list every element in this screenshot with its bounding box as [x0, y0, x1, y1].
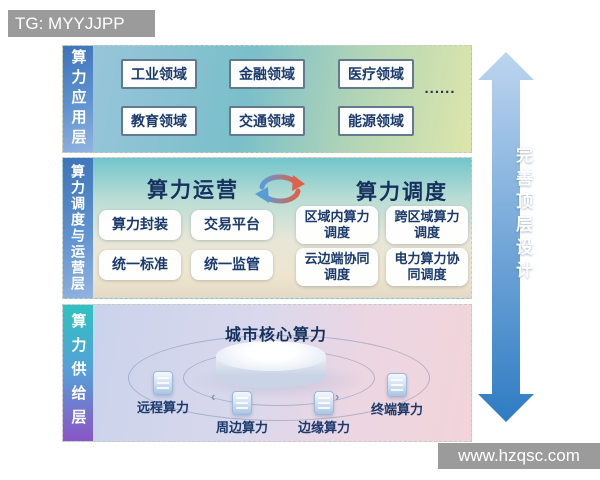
panel-application-layer: 算力应用层 工业领域 金融领域 医疗领域 教育领域 交通领域 能源领域 ....… — [62, 45, 472, 153]
sched-box-supervision: 统一监管 — [191, 250, 273, 280]
node-label: 周边算力 — [215, 420, 268, 435]
orbit-arrow-left: ‹ — [211, 389, 216, 404]
bottom-watermark: www.hzqsc.com — [438, 443, 600, 469]
operation-title: 算力运营 — [147, 179, 239, 202]
sched-box-trading: 交易平台 — [191, 210, 273, 240]
sched-box-intra-region: 区域内算力调度 — [296, 206, 378, 244]
core-computing-title: 城市核心算力 — [224, 327, 327, 344]
arrow-label: 完善顶层设计 — [513, 146, 532, 284]
app-box-transport: 交通领域 — [229, 106, 305, 136]
core-disc-top — [216, 341, 326, 371]
node-surrounding: 周边算力 — [207, 391, 277, 436]
node-label: 远程算力 — [136, 400, 189, 415]
sched-box-power-synergy: 电力算力协同调度 — [386, 248, 468, 286]
scheduling-layer-label: 算力调度与运营层 — [63, 158, 93, 298]
server-icon — [232, 391, 252, 415]
more-domains-ellipsis: ...... — [424, 80, 456, 97]
application-layer-content: 工业领域 金融领域 医疗领域 教育领域 交通领域 能源领域 ...... — [93, 46, 471, 152]
bottom-watermark-text: www.hzqsc.com — [458, 446, 580, 465]
cycle-arrows-icon — [255, 174, 305, 204]
node-remote: 远程算力 — [128, 371, 198, 416]
top-watermark: TG: MYYJJPP — [8, 10, 155, 37]
sched-box-cross-region: 跨区域算力调度 — [386, 206, 468, 244]
application-layer-label: 算力应用层 — [63, 46, 93, 152]
app-box-education: 教育领域 — [121, 106, 197, 136]
dispatch-title: 算力调度 — [356, 181, 448, 204]
outer-orbit — [128, 335, 430, 421]
panel-scheduling-layer: 算力调度与运营层 算力运营 算力调度 算力封装 交易平台 统一标准 统一监管 区… — [62, 157, 472, 299]
node-label: 终端算力 — [370, 402, 423, 417]
node-label: 边缘算力 — [297, 420, 350, 435]
app-box-finance: 金融领域 — [229, 59, 305, 89]
supply-layer-label: 算力供给层 — [63, 305, 93, 441]
app-box-industry: 工业领域 — [121, 59, 197, 89]
sched-box-packaging: 算力封装 — [99, 210, 181, 240]
sched-box-standard: 统一标准 — [99, 250, 181, 280]
server-icon — [153, 371, 173, 395]
node-edge: 边缘算力 — [289, 391, 359, 436]
supply-layer-content: ‹ › 城市核心算力 远程算力 周边算力 边缘算力 终端算力 — [93, 305, 471, 441]
panel-supply-layer: 算力供给层 ‹ › 城市核心算力 远程算力 周边算力 边缘算力 终端算力 — [62, 304, 472, 442]
app-box-medical: 医疗领域 — [338, 59, 414, 89]
double-arrow — [478, 52, 534, 422]
orbit-arrow-right: › — [335, 389, 340, 404]
node-terminal: 终端算力 — [362, 373, 432, 418]
top-watermark-text: TG: MYYJJPP — [15, 13, 125, 33]
server-icon — [387, 373, 407, 397]
app-box-energy: 能源领域 — [338, 106, 414, 136]
server-icon — [314, 391, 334, 415]
sched-box-cloud-edge: 云边端协同调度 — [296, 248, 378, 286]
scheduling-layer-content: 算力运营 算力调度 算力封装 交易平台 统一标准 统一监管 区域内算力调度 跨区… — [93, 158, 471, 298]
